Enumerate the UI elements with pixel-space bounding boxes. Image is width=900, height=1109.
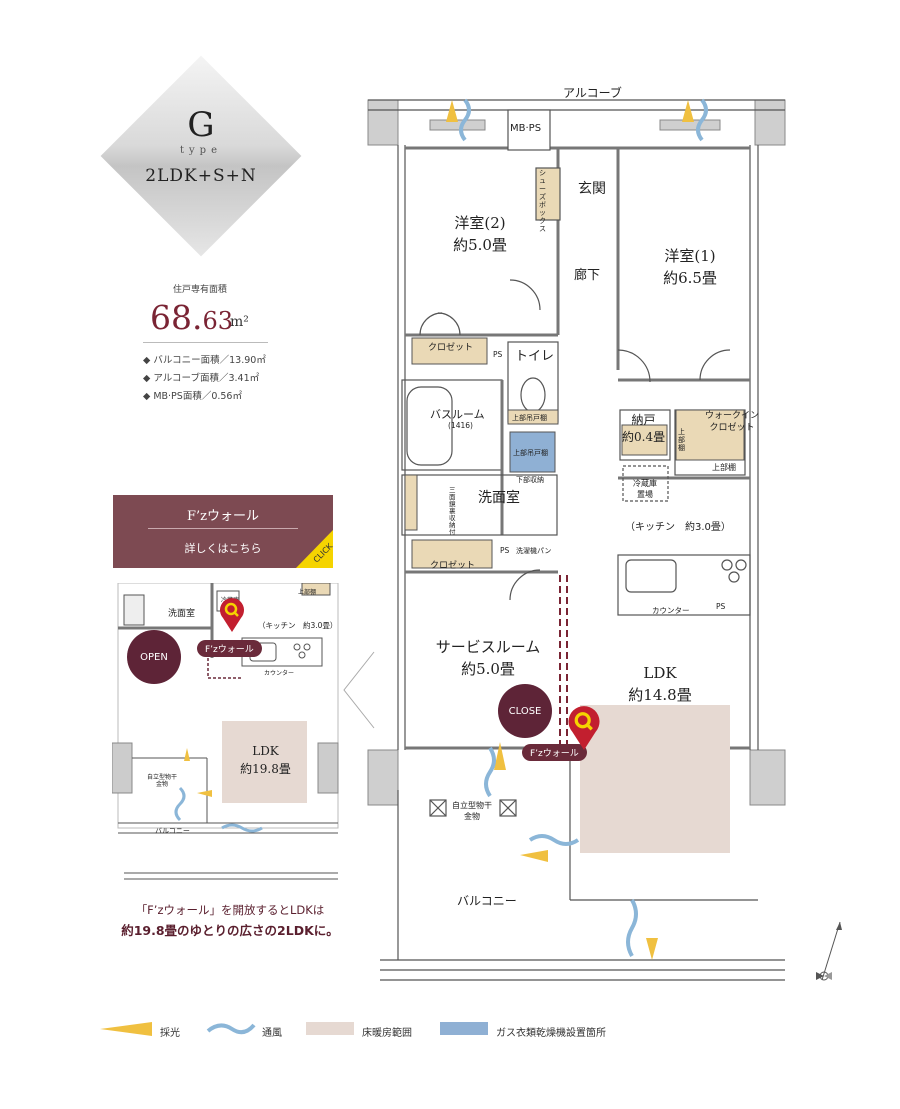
inset-magnifier-icon[interactable]	[219, 598, 245, 632]
closet-label-1: クロゼット	[428, 343, 474, 353]
storage-area: 約0.4畳	[622, 430, 666, 444]
magnifier-icon[interactable]	[567, 706, 601, 750]
fridge-label: 冷蔵庫置場	[633, 479, 657, 499]
inset-counter-label: カウンター	[264, 670, 295, 677]
mbps-label: MB·PS	[510, 123, 542, 134]
ps-label-3: PS	[716, 602, 726, 611]
type-letter: G	[187, 105, 215, 145]
toilet-label: トイレ	[515, 349, 555, 364]
room1-area: 約6.5畳	[663, 269, 717, 287]
wic-label: ウォークインクロゼット	[705, 410, 759, 434]
spec-balcony: ◆ バルコニー面積／13.90㎡	[143, 355, 266, 366]
closet-label-2: クロゼット	[430, 561, 476, 571]
ps-label-2: PS	[500, 546, 510, 555]
area-label: 住戸専有面積	[172, 285, 227, 295]
dryer-label: 自立型物干金物	[452, 801, 492, 821]
gas-dryer-swatch	[440, 1022, 488, 1035]
washer-pan-label: 洗濯機パン	[516, 547, 552, 555]
legend-gas-dryer: ガス衣類乾燥機設置箇所	[496, 1028, 606, 1039]
room1-label: 洋室(1) 約6.5畳	[640, 245, 740, 289]
service-room-area: 約5.0畳	[461, 660, 515, 678]
inset-balcony-label: バルコニー	[155, 827, 190, 835]
wind-legend-icon	[206, 1023, 256, 1035]
area-dec: 63	[202, 307, 234, 335]
bathroom-label: バスルーム	[430, 408, 485, 421]
inset-ldk-area: 約19.8畳	[240, 762, 291, 776]
alcove-label: アルコーブ	[563, 86, 622, 100]
washroom-label: 洗面室	[478, 490, 520, 506]
legend-light: 採光	[160, 1028, 180, 1039]
fz-divider	[148, 528, 298, 529]
wic-name-2: クロゼット	[709, 423, 755, 433]
inset-dryer-label: 自立型物干金物	[147, 774, 178, 788]
legend-wind: 通風	[262, 1028, 282, 1039]
legend-floor-heating: 床暖房範囲	[362, 1028, 412, 1039]
wic-name-1: ウォークイン	[705, 411, 760, 421]
upper-shelf-label: 上部棚	[712, 463, 736, 472]
storage-label: 納戸約0.4畳	[622, 412, 665, 446]
ldk-area: 約14.8畳	[628, 686, 692, 704]
mirror-storage-label: 三面鏡裏収納付	[449, 486, 456, 536]
inset-fz-label: F’zウォール	[197, 640, 262, 657]
entrance-label: 玄関	[578, 181, 606, 197]
upper-shelf-vertical: 上部棚	[678, 428, 685, 452]
service-room-name: サービスルーム	[435, 638, 541, 656]
shoes-box-label: シューズボックス	[539, 169, 546, 233]
upper-cabinet-label-2: 上部吊戸棚	[513, 449, 548, 457]
hallway-label: 廊下	[574, 268, 601, 283]
fz-detail-link[interactable]: 詳しくはこちら	[184, 542, 262, 555]
caption-line2: 約19.8畳のゆとりの広さの2LDKに。	[121, 923, 339, 938]
storage-name: 納戸	[631, 413, 656, 427]
service-room-label: サービスルーム約5.0畳	[418, 636, 558, 680]
room2-name: 洋室(2)	[454, 214, 506, 232]
type-diamond	[100, 55, 302, 257]
inset-ldk-label: LDK 約19.8畳	[223, 742, 308, 778]
caption-line1: 「F’zウォール」を開放するとLDKは	[135, 903, 325, 917]
inset-upper-shelf: 上部棚	[298, 589, 317, 596]
area-int: 68.	[150, 298, 203, 337]
spec-mbps: ◆ MB·PS面積／0.56㎡	[143, 391, 242, 402]
room1-name: 洋室(1)	[664, 247, 716, 265]
fz-wall-label: F’zウォール	[522, 744, 587, 761]
ldk-name: LDK	[643, 664, 677, 682]
plan-type: 2LDK+S+N	[145, 166, 257, 186]
area-unit: m²	[230, 314, 249, 330]
room2-area: 約5.0畳	[453, 236, 507, 254]
click-corner-icon[interactable]: CLICK	[296, 530, 333, 568]
kitchen-label: （キッチン 約3.0畳）	[625, 522, 731, 533]
bath-size-label: (1416)	[448, 421, 473, 430]
ldk-label: LDK 約14.8畳	[610, 662, 710, 706]
main-floor-plan	[367, 98, 786, 981]
ps-label-1: PS	[493, 350, 503, 359]
inset-washroom-label: 洗面室	[168, 609, 196, 619]
area-divider	[143, 342, 268, 343]
spec-alcove: ◆ アルコーブ面積／3.41㎡	[143, 373, 260, 384]
chevron-left-icon	[343, 651, 375, 729]
close-button[interactable]: CLOSE	[498, 684, 552, 738]
compass-icon	[816, 921, 842, 981]
fz-wall-button[interactable]	[113, 495, 333, 568]
floor-heating-swatch	[306, 1022, 354, 1035]
balcony-label: バルコニー	[457, 894, 517, 908]
area-value: 68.63	[150, 298, 233, 337]
fz-wall-title: F’zウォール	[186, 509, 259, 524]
room2-label: 洋室(2) 約5.0畳	[430, 212, 530, 256]
open-button[interactable]: OPEN	[127, 630, 181, 684]
type-word: type	[180, 145, 222, 156]
light-legend-icon	[100, 1022, 152, 1036]
inset-kitchen-label: （キッチン 約3.0畳）	[258, 621, 338, 630]
upper-cabinet-label-1: 上部吊戸棚	[512, 414, 547, 422]
counter-label: カウンター	[652, 606, 690, 615]
lower-storage-label: 下部収納	[516, 476, 544, 484]
inset-ldk-name: LDK	[252, 744, 279, 758]
